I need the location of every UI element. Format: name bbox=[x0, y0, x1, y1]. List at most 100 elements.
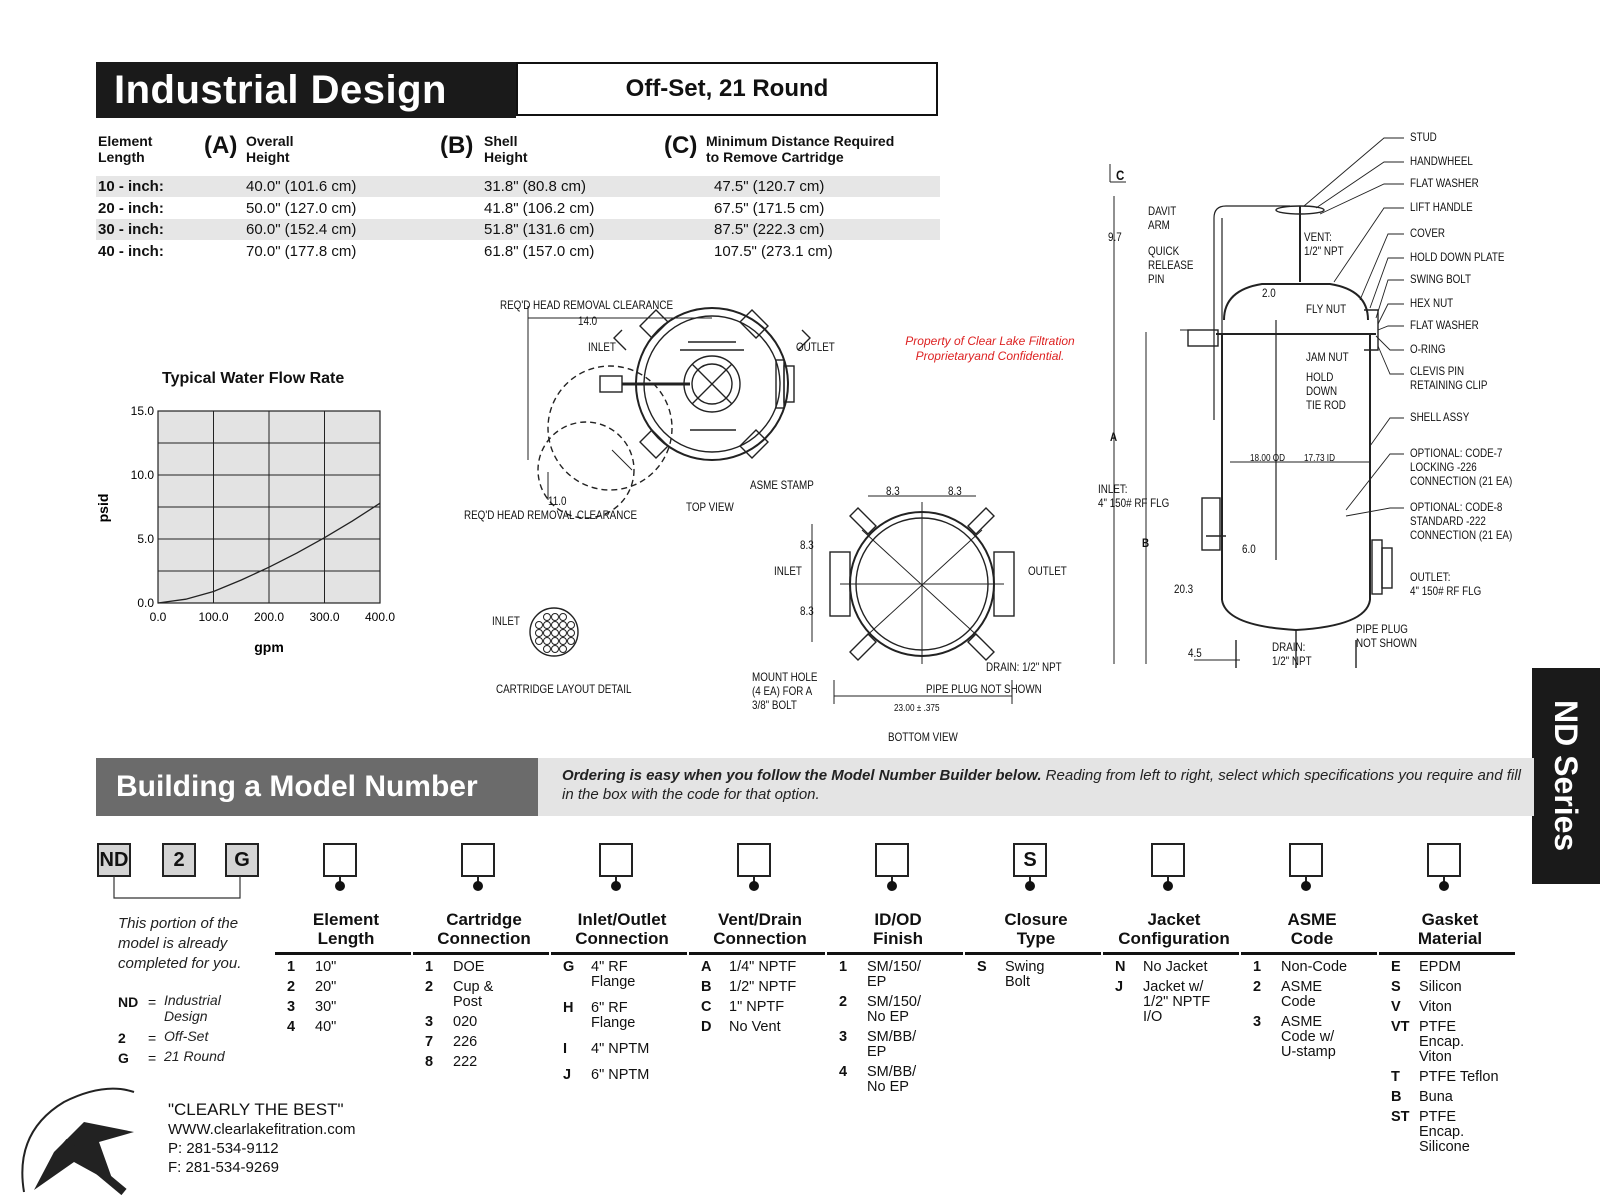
model-code-box[interactable] bbox=[323, 843, 357, 877]
option-item[interactable]: G 4" RF Flange bbox=[563, 960, 683, 990]
side-dim-20: 2.0 bbox=[1262, 286, 1276, 300]
option-label: PTFE Encap. Viton bbox=[1419, 1019, 1465, 1065]
box-stem bbox=[615, 876, 617, 884]
cartridge-element-icon bbox=[543, 613, 551, 621]
callout-label: HANDWHEEL bbox=[1410, 154, 1473, 168]
option-label: 1/4" NPTF bbox=[729, 959, 797, 975]
option-label: 4" RF Flange bbox=[591, 959, 636, 990]
option-label: Jacket w/ 1/2" NPTF I/O bbox=[1143, 979, 1211, 1025]
legend-equals: = bbox=[148, 994, 157, 1010]
chart-series-line bbox=[157, 502, 381, 604]
column-rule bbox=[275, 952, 411, 955]
column-rule bbox=[551, 952, 687, 955]
model-code-box[interactable] bbox=[599, 843, 633, 877]
model-code-box[interactable] bbox=[1151, 843, 1185, 877]
spec-row: 40 - inch:70.0" (177.8 cm)61.8" (157.0 c… bbox=[96, 241, 940, 262]
option-label: ASME Code w/ U-stamp bbox=[1281, 1014, 1336, 1060]
box-stem bbox=[1443, 876, 1445, 884]
callout-label: O-RING bbox=[1410, 342, 1446, 356]
option-label: 6" RF Flange bbox=[591, 1000, 636, 1031]
model-code-box[interactable] bbox=[1289, 843, 1323, 877]
model-code-box[interactable] bbox=[1427, 843, 1461, 877]
model-code-box[interactable]: S bbox=[1013, 843, 1047, 877]
option-item[interactable]: 1 10" bbox=[287, 960, 407, 975]
prefilled-note: This portion of the model is already com… bbox=[118, 915, 242, 972]
box-stem bbox=[1029, 876, 1031, 884]
side-c-label: C bbox=[1116, 167, 1125, 183]
option-label: Cup & Post bbox=[453, 979, 494, 1010]
mount-hole-label: MOUNT HOLE (4 EA) FOR A 3/8" BOLT bbox=[752, 670, 818, 712]
option-code: B bbox=[1391, 1089, 1402, 1105]
shell-height-cell: 51.8" (131.6 cm) bbox=[484, 221, 595, 238]
option-label: 222 bbox=[453, 1054, 478, 1070]
spec-row: 20 - inch:50.0" (127.0 cm)41.8" (106.2 c… bbox=[96, 198, 940, 219]
cartridge-element-icon bbox=[559, 621, 567, 629]
side-dim-97: 9.7 bbox=[1108, 230, 1122, 244]
shell-height-cell: 41.8" (106.2 cm) bbox=[484, 199, 595, 217]
bottom-drain-label: DRAIN: 1/2" NPT bbox=[986, 660, 1062, 674]
model-code-box[interactable] bbox=[875, 843, 909, 877]
top-view-dim-11: 11.0 bbox=[548, 494, 567, 508]
option-label: 10" bbox=[315, 959, 337, 975]
footer-phone: P: 281-534-9112 bbox=[168, 1140, 279, 1157]
callout-label: HOLD DOWN PLATE bbox=[1410, 250, 1505, 264]
option-label: 40" bbox=[315, 1019, 337, 1035]
side-dim-45: 4.5 bbox=[1188, 646, 1202, 660]
option-code: G bbox=[563, 959, 575, 975]
bottom-view-caption: BOTTOM VIEW bbox=[888, 730, 958, 744]
knighthawk-logo bbox=[21, 1087, 135, 1196]
top-view-drawing bbox=[527, 306, 811, 519]
col-head-a-letter: (A) bbox=[204, 132, 238, 159]
model-code-box[interactable] bbox=[737, 843, 771, 877]
cartridge-element-icon bbox=[559, 637, 567, 645]
technical-drawing bbox=[527, 137, 1404, 704]
shell-height-cell: 61.8" (157.0 cm) bbox=[484, 242, 595, 260]
column-title: Cartridge Connection bbox=[437, 910, 531, 948]
option-label: 1" NPTF bbox=[729, 999, 785, 1015]
chart-x-tick: 300.0 bbox=[309, 610, 339, 624]
option-label: 30" bbox=[315, 999, 337, 1015]
cartridge-element-icon bbox=[543, 629, 551, 637]
footer-website[interactable]: WWW.clearlakefitration.com bbox=[168, 1121, 356, 1138]
legend-text: Industrial Design bbox=[164, 992, 221, 1024]
option-code: 1 bbox=[287, 959, 296, 975]
min-distance-cell: 47.5" (120.7 cm) bbox=[714, 178, 825, 195]
model-code-box[interactable] bbox=[461, 843, 495, 877]
callout-label: FLAT WASHER bbox=[1410, 176, 1479, 190]
option-code: E bbox=[1391, 959, 1401, 975]
chart-x-tick: 200.0 bbox=[254, 610, 284, 624]
model-box-nd: ND bbox=[97, 843, 131, 877]
